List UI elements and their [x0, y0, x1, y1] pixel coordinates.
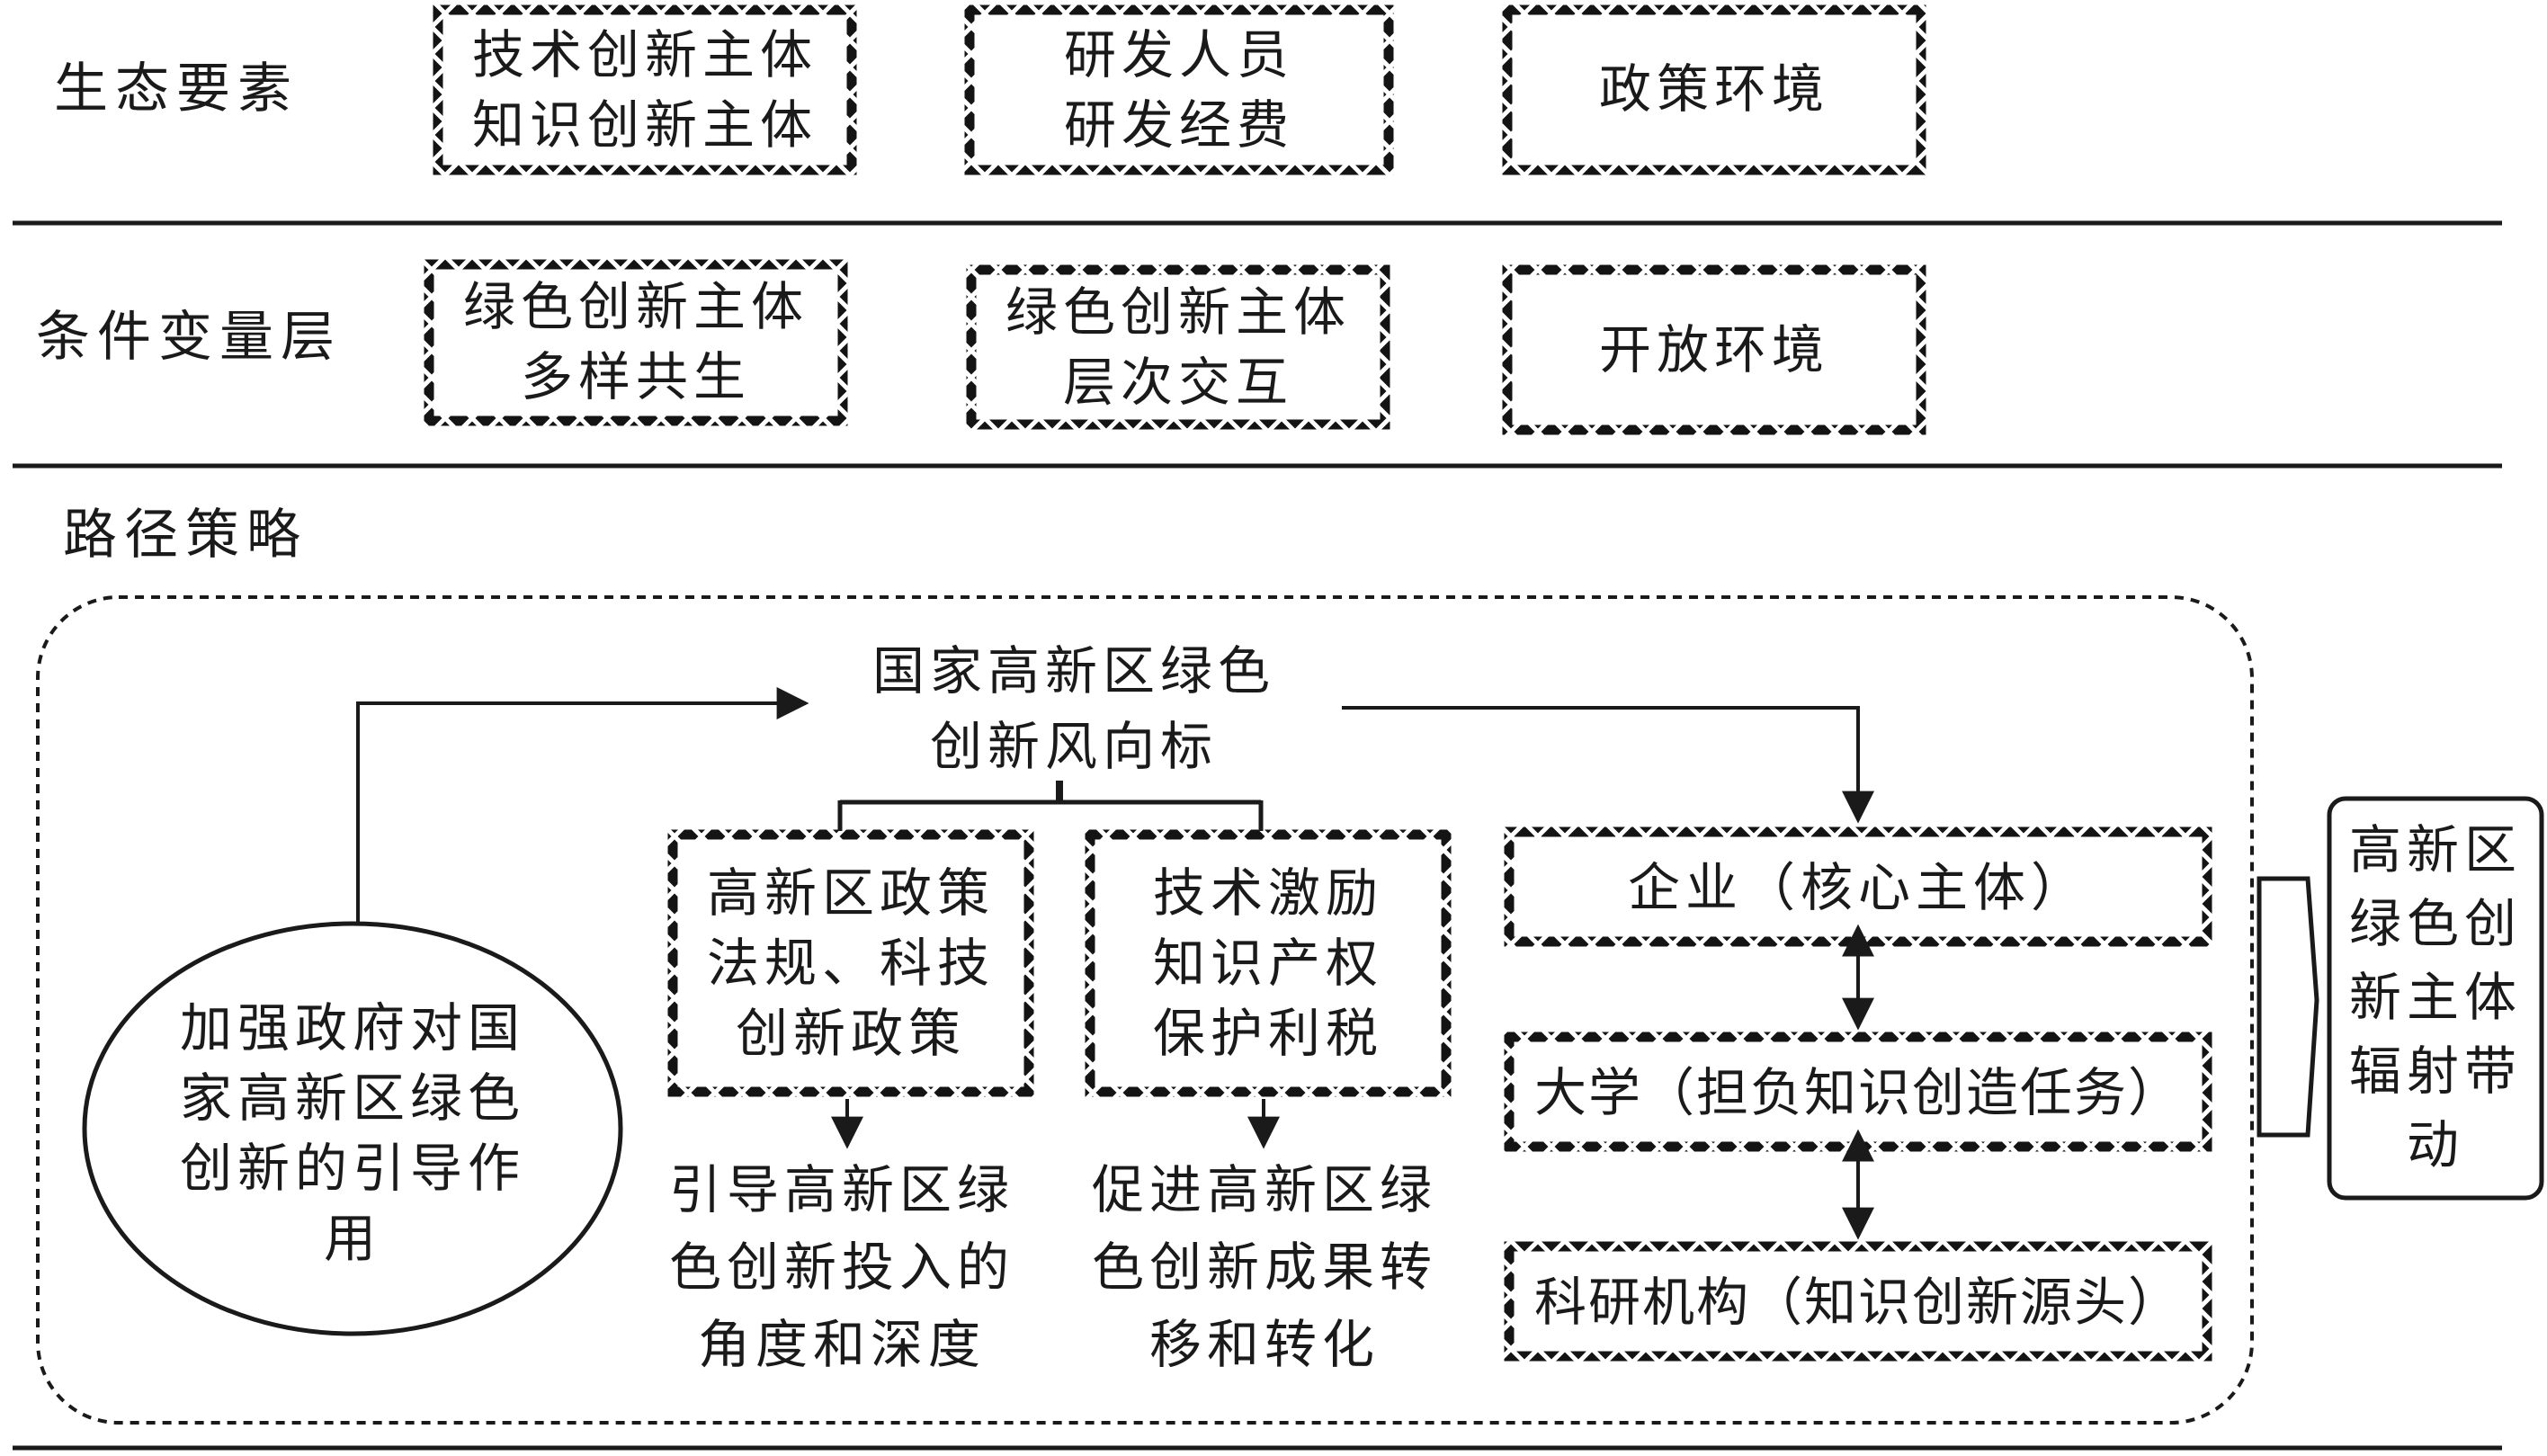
condition-box-3-border [1502, 264, 1926, 435]
incentive-box-line-3: 保护利税 [1152, 1003, 1383, 1064]
outcome-line-2: 绿色创 [2348, 893, 2522, 954]
incentive-result: 促进高新区绿 色创新成果转 移和转化 [1067, 1151, 1462, 1383]
ecology-box-1-line-1: 技术创新主体 [471, 24, 818, 85]
center-to-enterprise-arrow [1342, 706, 1874, 824]
condition-box-1-line-2: 多样共生 [520, 346, 751, 407]
ecology-box-3: 政策环境 [1507, 54, 1921, 124]
outcome-hollow-arrow [2257, 876, 2319, 1138]
incentive-box-border [1085, 829, 1452, 1097]
policy-result-line-1: 引导高新区绿 [668, 1159, 1014, 1220]
policy-box-line-3: 创新政策 [735, 1003, 966, 1064]
policy-result-line-2: 色创新投入的 [668, 1237, 1014, 1298]
ecology-box-1-border [433, 4, 857, 175]
conditions-layer-label: 条件变量层 [36, 306, 342, 369]
actor-research-institute: 科研机构（知识创新源头） [1533, 1272, 2182, 1333]
ecology-box-2: 研发人员 研发经费 [970, 20, 1389, 160]
government-line-2: 家高新区绿色 [179, 1067, 525, 1129]
strategy-container [36, 595, 2254, 1425]
government-line-3: 创新的引导作 [179, 1138, 525, 1199]
ecology-box-2-line-1: 研发人员 [1063, 24, 1294, 85]
actor-enterprise: 企业（核心主体） [1627, 857, 2088, 918]
ecology-box-2-line-2: 研发经费 [1063, 94, 1294, 156]
incentive-box: 技术激励 知识产权 保护利税 [1090, 858, 1446, 1068]
outcome-text: 高新区 绿色创 新主体 辐射带 动 [2329, 813, 2542, 1182]
government-line-1: 加强政府对国 [179, 997, 525, 1059]
center-weathervane: 国家高新区绿色 创新风向标 [809, 633, 1338, 784]
policy-box-border [667, 829, 1034, 1097]
outcome-line-5: 动 [2406, 1114, 2464, 1175]
incentive-box-line-2: 知识产权 [1152, 933, 1383, 994]
condition-box-3: 开放环境 [1507, 315, 1921, 385]
center-line-2: 创新风向标 [929, 716, 1218, 777]
center-line-1: 国家高新区绿色 [871, 640, 1275, 701]
condition-box-2: 绿色创新主体 层次交互 [971, 277, 1385, 417]
strategy-layer-label: 路径策略 [63, 504, 308, 567]
outcome-line-3: 新主体 [2348, 967, 2522, 1028]
condition-box-2-border [966, 264, 1390, 430]
government-ellipse [82, 921, 623, 1336]
condition-box-1-line-1: 绿色创新主体 [462, 276, 809, 337]
incentive-result-line-2: 色创新成果转 [1091, 1237, 1437, 1298]
outcome-line-4: 辐射带 [2348, 1041, 2522, 1102]
ecology-box-1: 技术创新主体 知识创新主体 [438, 20, 852, 160]
condition-box-3-line-1: 开放环境 [1598, 319, 1829, 380]
incentive-result-line-3: 移和转化 [1148, 1314, 1380, 1375]
actor-box-3-border [1504, 1241, 2212, 1362]
government-line-4: 用 [323, 1208, 381, 1269]
incentive-box-line-1: 技术激励 [1152, 862, 1383, 924]
ecology-box-1-line-2: 知识创新主体 [471, 94, 818, 156]
government-to-center-arrow [356, 687, 809, 924]
ecology-box-3-border [1502, 4, 1926, 175]
incentive-result-line-1: 促进高新区绿 [1091, 1159, 1437, 1220]
government-text: 加强政府对国 家高新区绿色 创新的引导作 用 [128, 993, 577, 1273]
outcome-box-border [2327, 796, 2544, 1201]
policy-result-line-3: 角度和深度 [697, 1314, 986, 1375]
condition-box-2-line-1: 绿色创新主体 [1005, 281, 1351, 343]
ecology-layer-label: 生态要素 [54, 58, 299, 121]
condition-box-1: 绿色创新主体 多样共生 [429, 272, 843, 412]
policy-box-line-1: 高新区政策 [706, 862, 995, 924]
policy-box: 高新区政策 法规、科技 创新政策 [673, 858, 1029, 1068]
ecology-box-2-border [964, 4, 1394, 175]
policy-result: 引导高新区绿 色创新投入的 角度和深度 [644, 1151, 1040, 1383]
condition-box-2-line-2: 层次交互 [1062, 352, 1293, 413]
actor-university: 大学（担负知识创造任务） [1533, 1062, 2182, 1123]
ecology-box-3-line-1: 政策环境 [1598, 58, 1829, 120]
condition-box-1-border [424, 259, 848, 426]
outcome-line-1: 高新区 [2348, 819, 2522, 880]
policy-box-line-2: 法规、科技 [706, 933, 995, 994]
